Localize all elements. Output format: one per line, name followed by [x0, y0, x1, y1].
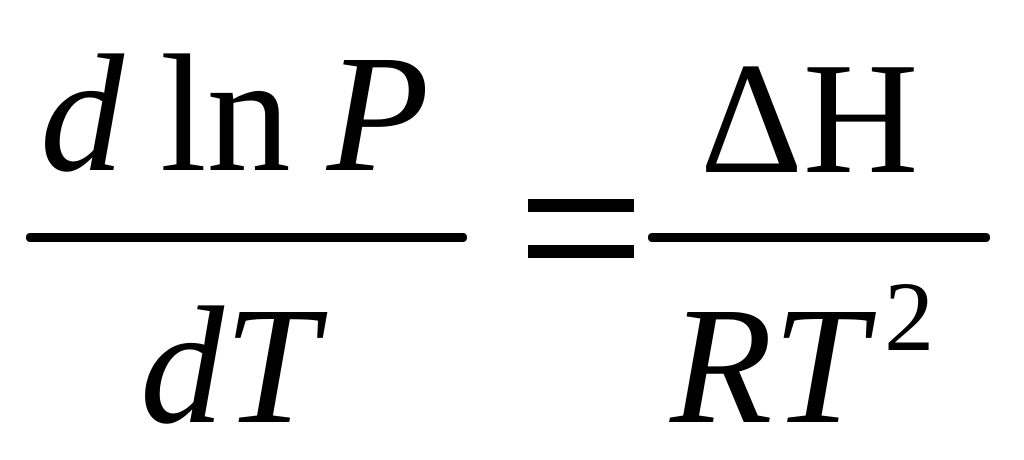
equals-sign-bottom [528, 245, 634, 258]
lhs-fraction-bar [26, 233, 467, 242]
rhs-numerator: ΔH [700, 29, 919, 207]
rhs-fraction-bar [648, 233, 990, 242]
rhs-den-base: RT [670, 273, 867, 459]
equals-sign-top [528, 199, 634, 212]
lhs-den-differential: d [140, 273, 224, 459]
rhs-den-exponent: 2 [884, 261, 935, 372]
lhs-den-temperature: T [224, 273, 318, 459]
lhs-denominator: dT [140, 282, 317, 450]
lhs-num-ln: ln [160, 21, 291, 207]
lhs-num-pressure: P [326, 21, 430, 207]
lhs-num-differential: d [40, 21, 124, 207]
